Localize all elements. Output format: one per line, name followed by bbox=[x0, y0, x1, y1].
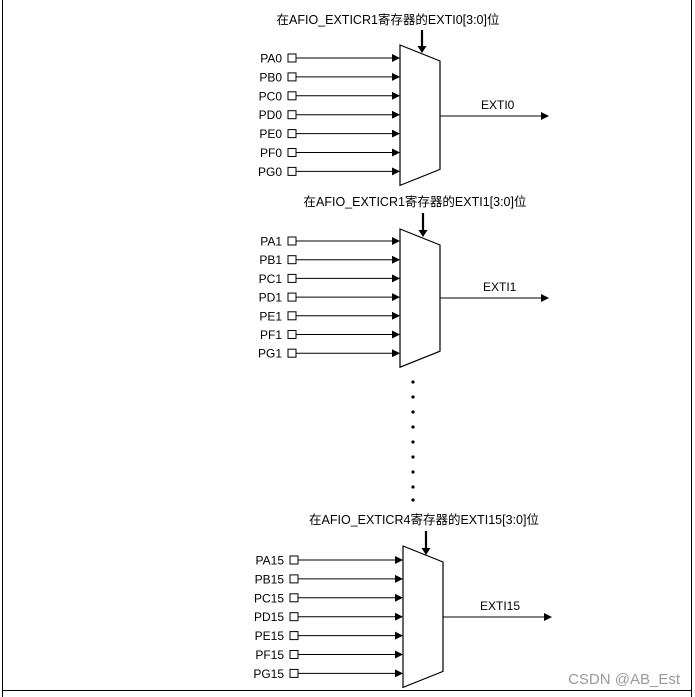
input-pin-label: PE0 bbox=[259, 127, 282, 141]
input-pin-label: PF1 bbox=[260, 328, 282, 342]
input-pin-label: PE1 bbox=[259, 309, 282, 323]
input-pin-box bbox=[287, 255, 297, 265]
block-title: 在AFIO_EXTICR1寄存器的EXTI1[3:0]位 bbox=[304, 194, 527, 209]
input-pin-label: PE15 bbox=[255, 629, 285, 643]
input-pin-label: PC1 bbox=[259, 272, 283, 286]
input-pin-label: PG0 bbox=[258, 165, 282, 179]
mux-trapezoid bbox=[399, 228, 441, 369]
input-pin-box bbox=[289, 555, 299, 565]
input-pin-box bbox=[287, 330, 297, 339]
input-pin-box bbox=[287, 148, 297, 157]
input-pin-box bbox=[287, 348, 297, 358]
input-pin-box bbox=[287, 91, 297, 101]
input-pin-label: PB15 bbox=[255, 572, 285, 586]
input-pin-label: PC0 bbox=[259, 89, 283, 103]
input-pin-box bbox=[287, 311, 297, 321]
input-pin-box bbox=[287, 273, 297, 283]
input-pin-label: PA0 bbox=[260, 52, 282, 66]
input-pin-label: PB0 bbox=[259, 70, 282, 84]
input-pin-label: PG1 bbox=[258, 347, 282, 361]
mux-block: 在AFIO_EXTICR1寄存器的EXTI1[3:0]位 PA1PB1PC1PD1… bbox=[258, 194, 549, 369]
input-pin-label: PA1 bbox=[260, 235, 282, 249]
frame-left-border bbox=[2, 0, 3, 697]
input-pin-label: PD1 bbox=[259, 291, 283, 305]
mux-trapezoid bbox=[399, 44, 441, 187]
output-label: EXTI1 bbox=[483, 280, 517, 294]
input-pin-box bbox=[289, 574, 299, 584]
input-pin-box bbox=[287, 110, 297, 120]
mux-trapezoid bbox=[402, 545, 444, 689]
frame-right-border bbox=[691, 0, 692, 697]
block-title: 在AFIO_EXTICR4寄存器的EXTI15[3:0]位 bbox=[309, 512, 539, 527]
input-pin-box bbox=[287, 236, 297, 246]
input-pin-label: PD0 bbox=[259, 108, 283, 122]
input-pin-label: PB1 bbox=[259, 253, 282, 267]
input-pin-label: PF15 bbox=[255, 648, 284, 662]
frame-bottom-border bbox=[2, 690, 692, 691]
input-pin-box bbox=[289, 612, 299, 622]
input-pin-box bbox=[289, 668, 299, 678]
select-arrow-head bbox=[417, 46, 427, 53]
output-label: EXTI0 bbox=[481, 98, 515, 112]
block-title: 在AFIO_EXTICR1寄存器的EXTI0[3:0]位 bbox=[277, 12, 500, 27]
input-pin-label: PG15 bbox=[253, 667, 284, 681]
mux-block: 在AFIO_EXTICR1寄存器的EXTI0[3:0]位 PA0PB0PC0PD0… bbox=[258, 12, 549, 187]
input-pin-label: PF0 bbox=[260, 146, 282, 160]
input-pin-box bbox=[287, 129, 297, 139]
input-pin-box bbox=[289, 593, 299, 603]
output-label: EXTI15 bbox=[480, 599, 520, 613]
watermark-text: CSDN @AB_Est bbox=[568, 671, 681, 688]
input-pin-box bbox=[289, 631, 299, 641]
input-pin-label: PD15 bbox=[254, 610, 284, 624]
input-pin-label: PA15 bbox=[256, 554, 285, 568]
input-pin-box bbox=[289, 650, 299, 659]
input-pin-box bbox=[287, 166, 297, 176]
select-arrow-head bbox=[421, 548, 431, 555]
input-pin-label: PC15 bbox=[254, 591, 284, 605]
input-pin-box bbox=[287, 72, 297, 82]
ellipsis-dots bbox=[411, 380, 415, 502]
mux-block: 在AFIO_EXTICR4寄存器的EXTI15[3:0]位 PA15PB15PC1… bbox=[253, 512, 552, 689]
input-pin-box bbox=[287, 292, 297, 302]
select-arrow-head bbox=[418, 230, 428, 237]
input-pin-box bbox=[287, 53, 297, 63]
